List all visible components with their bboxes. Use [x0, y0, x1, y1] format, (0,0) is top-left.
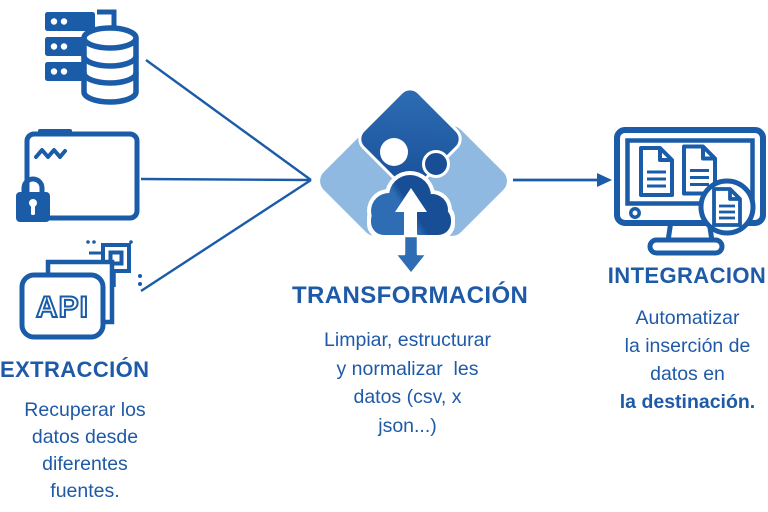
description-line: y normalizar les: [336, 357, 479, 380]
transformation-heading: TRANSFORMACIÓN: [292, 282, 529, 309]
api-label: API: [36, 291, 89, 324]
lock-icon: [16, 176, 50, 222]
line-api-to-transform: [140, 178, 312, 293]
line-folder-to-transform: [140, 177, 312, 182]
folder-squiggle: [34, 148, 67, 159]
description-line: json...): [378, 414, 437, 437]
integration-description: Automatizar la inserción de datos en la …: [600, 304, 768, 416]
puzzle-socket: [380, 138, 408, 166]
power-button: [629, 207, 641, 219]
puzzle-cloud-transform-icon: [317, 87, 510, 276]
folder-body: [24, 131, 140, 221]
monitor-base: [647, 237, 725, 256]
description-line: Automatizar: [635, 307, 740, 329]
database-server-icon: [45, 9, 139, 105]
description-line: la inserción de: [624, 335, 751, 357]
arrow-right-icon: [513, 173, 612, 187]
description-line: diferentes: [42, 453, 128, 475]
database-cylinder: [81, 25, 139, 105]
api-icon: API: [19, 240, 142, 340]
transformation-description: Limpiar, estructurar y normalizar les da…: [295, 326, 520, 440]
description-line-bold: la destinación.: [619, 391, 756, 413]
line-database-to-transform: [145, 59, 312, 181]
description-line: datos desde: [31, 426, 139, 448]
chip-icon: [86, 240, 142, 287]
monitor-documents-icon: [614, 127, 766, 256]
description-line: datos en: [650, 363, 725, 385]
integration-heading: INTEGRACION: [607, 263, 767, 288]
document-badge-icon: [698, 178, 756, 236]
document-icon: [639, 146, 674, 197]
down-arrow: [393, 234, 429, 276]
description-line: Recuperar los: [24, 399, 146, 421]
locked-folder-icon: [16, 129, 140, 222]
cloud-sync-arrows-icon: [367, 171, 455, 276]
document-icon: [682, 144, 717, 196]
card-front: [19, 272, 106, 340]
puzzle-knob: [422, 150, 450, 178]
server-outline-back: [97, 9, 117, 32]
up-arrow: [395, 188, 427, 235]
description-line: Limpiar, estructurar: [324, 329, 491, 351]
description-line: fuentes.: [50, 480, 120, 502]
extraction-description: Recuperar los datos desde diferentes fue…: [0, 397, 170, 505]
description-line: datos (csv, x: [353, 386, 462, 408]
extraction-heading: EXTRACCIÓN: [0, 357, 150, 382]
